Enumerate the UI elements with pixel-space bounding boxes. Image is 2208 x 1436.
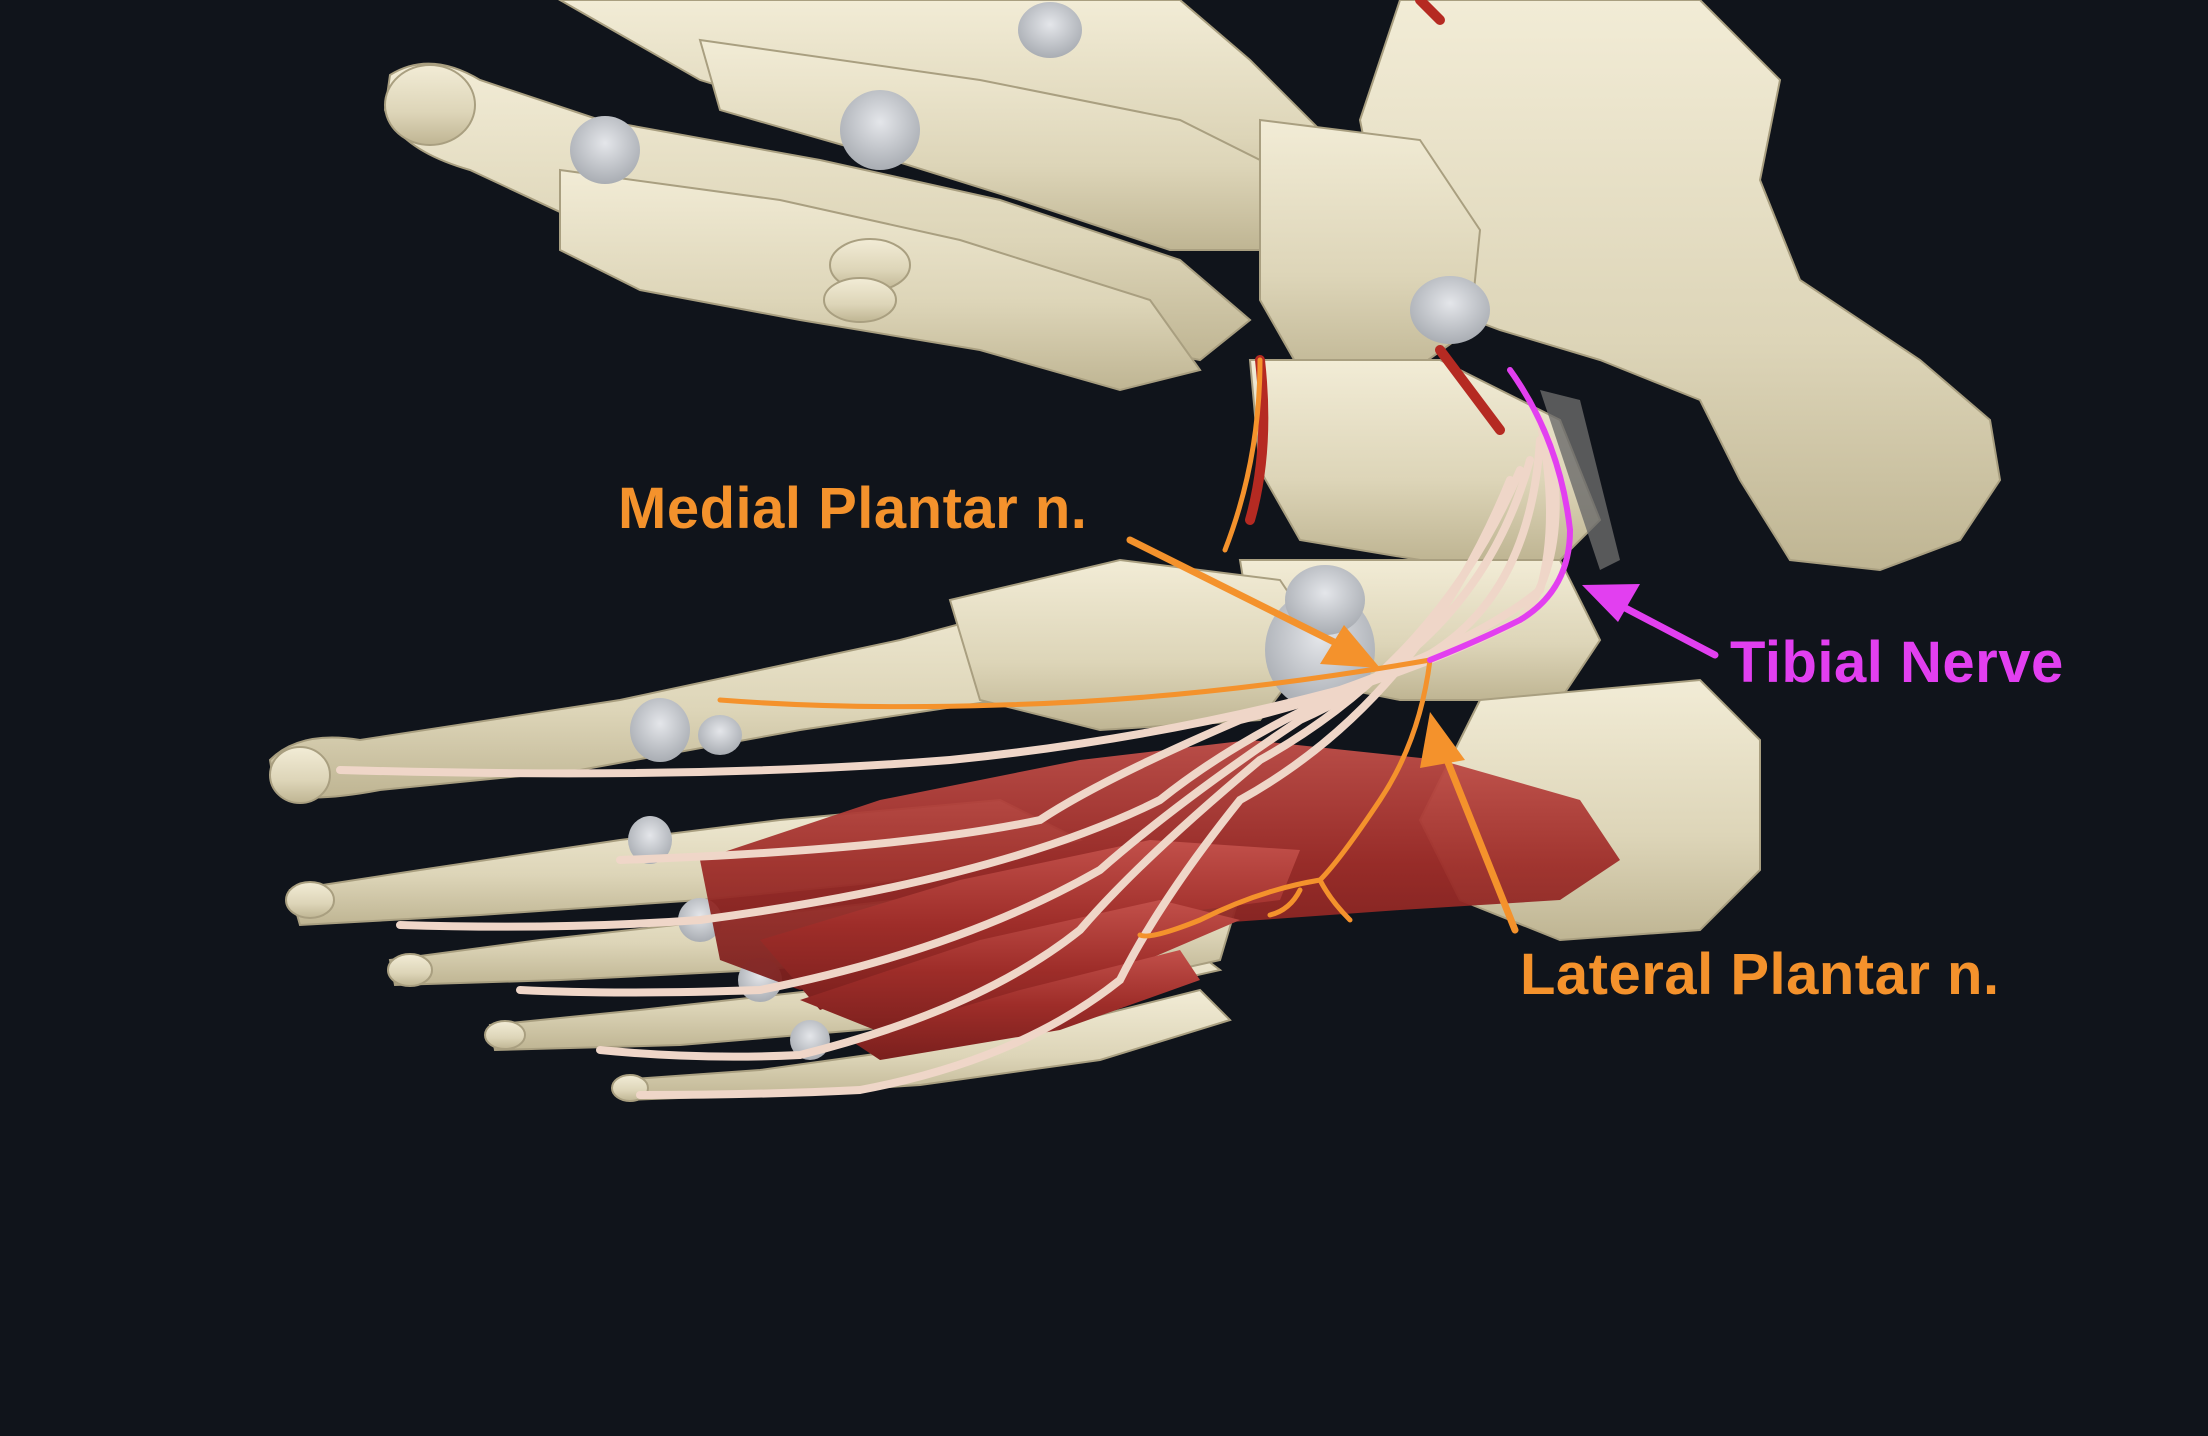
arrowhead-icon xyxy=(1582,584,1640,622)
medial-plantar-pointer xyxy=(1126,536,1380,668)
lateral-plantar-pointer xyxy=(1420,712,1519,934)
nerve-branches xyxy=(336,416,1560,1099)
upper-foot-bones xyxy=(383,0,1322,392)
arrowhead-icon xyxy=(1320,625,1380,668)
tibial-nerve-label: Tibial Nerve xyxy=(1730,630,2064,695)
arrowhead-icon xyxy=(1420,712,1465,768)
joint-cartilage xyxy=(570,2,1490,1060)
lateral-plantar-label: Lateral Plantar n. xyxy=(1520,942,2000,1007)
medial-plantar-label: Medial Plantar n. xyxy=(618,476,1088,541)
plantar-nerve-highlight xyxy=(717,357,1433,939)
tibial-nerve-pointer xyxy=(1582,584,1719,659)
plantar-muscles xyxy=(700,740,1620,1060)
tibial-nerve-highlight xyxy=(1427,367,1574,663)
ankle-shadow xyxy=(1540,390,1620,570)
